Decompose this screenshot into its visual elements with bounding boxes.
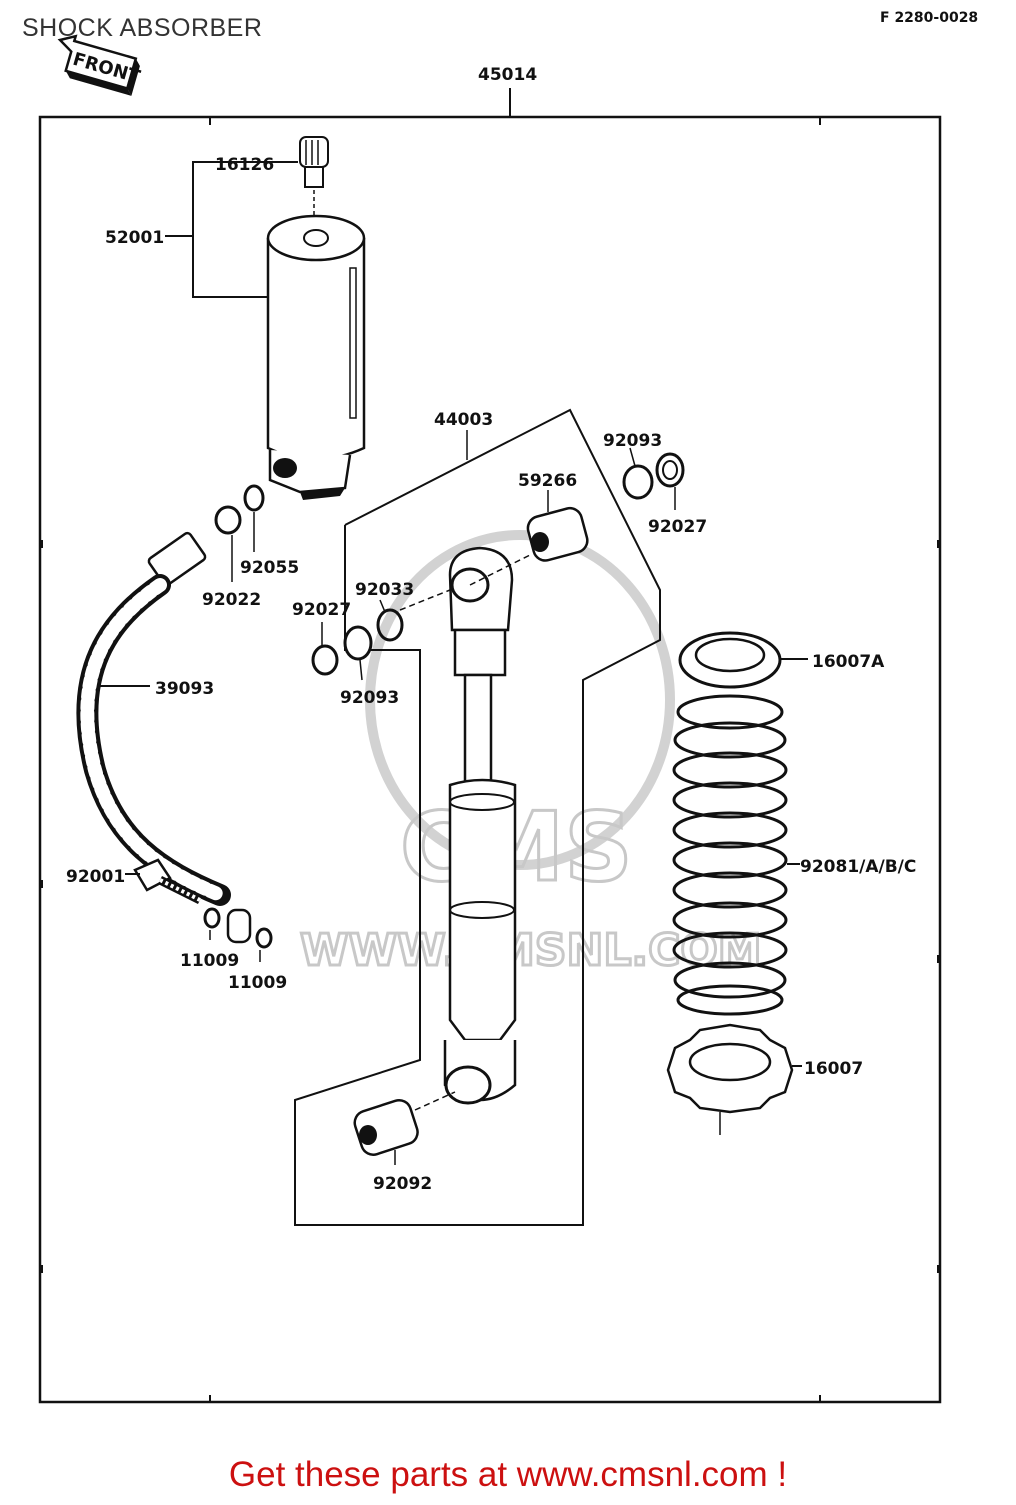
label-92055: 92055 [240,558,299,578]
label-52001: 52001 [105,228,164,248]
label-92081: 92081/A/B/C [800,857,916,877]
collar-bottom-part [353,1098,419,1156]
label-16126: 16126 [215,155,274,175]
spring-seat-upper-part [678,631,782,689]
label-59266: 59266 [518,471,577,491]
diagram-id: F 2280-0028 [880,10,979,26]
footer-link[interactable]: Get these parts at www.cmsnl.com ! [228,1455,788,1494]
label-92093-left: 92093 [340,688,399,708]
label-16007A: 16007A [812,652,885,672]
bolt-part [133,858,203,905]
label-92027-left: 92027 [292,600,351,620]
banjo-fitting [226,908,252,944]
washer-92022-part [214,505,242,535]
page-title: SHOCK ABSORBER [22,14,263,42]
label-11009-a: 11009 [180,951,239,971]
label-44003: 44003 [434,410,493,430]
label-92027-right: 92027 [648,517,707,537]
label-16007: 16007 [804,1059,863,1079]
collar-top-part [526,506,589,562]
reservoir-part [266,214,366,500]
label-39093: 39093 [155,679,214,699]
assembly-frame [38,115,942,1404]
damper-group-outline [294,408,661,1226]
spring-part [672,694,788,1016]
watermark-brand: CMS [400,793,633,903]
label-92092: 92092 [373,1174,432,1194]
label-92001: 92001 [66,867,125,887]
ring-92033-part [376,608,404,642]
spring-nut-part [666,1023,794,1135]
damper-part [443,546,517,1105]
hose-part [76,531,231,906]
seal-92093-left-part [343,625,373,661]
washer-92055-part [243,484,265,512]
cap-part [299,136,329,215]
gasket-a-part [203,907,221,929]
frame-tick-marks [41,117,939,1402]
label-45014: 45014 [478,65,537,85]
bush-92027-left-part [311,644,339,676]
gasket-b-part [255,927,273,949]
label-92033: 92033 [355,580,414,600]
watermark: CMS WWW.CMSNL.COM [299,530,763,978]
label-11009-b: 11009 [228,973,287,993]
seal-92093-right-part [622,464,654,500]
bracket-16126-52001 [192,161,267,298]
label-92093-right: 92093 [603,431,662,451]
label-92022: 92022 [202,590,261,610]
